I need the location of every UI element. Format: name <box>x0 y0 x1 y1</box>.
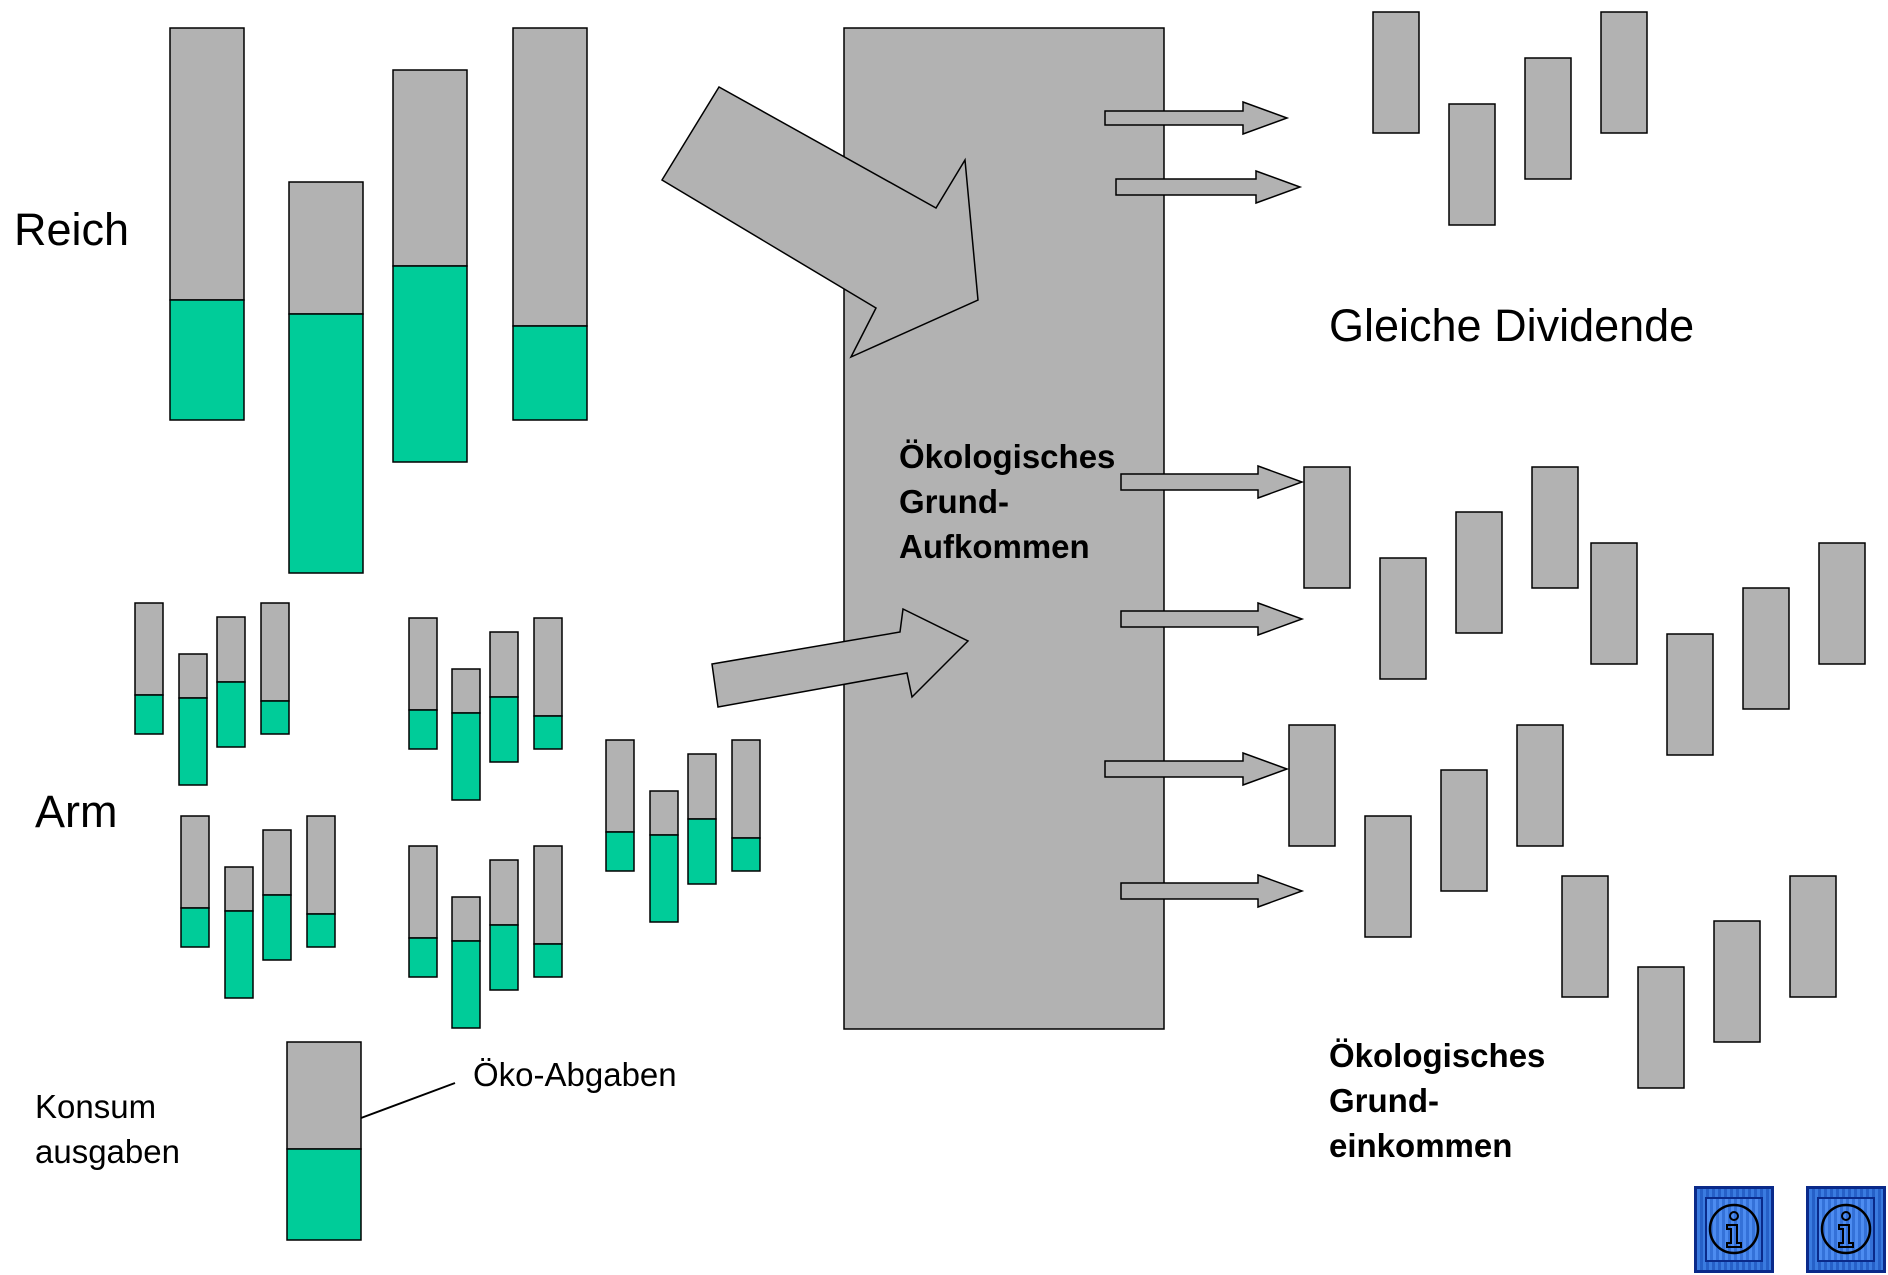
info-icon <box>1820 1203 1872 1255</box>
label-arm: Arm <box>35 786 118 837</box>
pool-title-line1: Ökologisches <box>899 438 1116 475</box>
basic-income-title-line1: Ökologisches <box>1329 1037 1546 1074</box>
poor-bars-group-2 <box>408 617 563 801</box>
legend-leader-line <box>360 1082 456 1119</box>
label-oeko-abgaben: Öko-Abgaben <box>473 1056 677 1093</box>
label-konsum-line1: Konsum <box>35 1088 157 1125</box>
pool-title-line2: Grund- <box>899 483 1009 520</box>
dividend-bars <box>1372 11 1648 226</box>
legend-bar <box>286 1041 362 1241</box>
rich-bars <box>169 27 588 574</box>
info-button-1[interactable] <box>1694 1186 1774 1273</box>
pool-title: Ökologisches Grund- Aufkommen <box>899 434 1115 569</box>
outgoing-arrows <box>1104 100 1305 909</box>
basic-income-title-line2: Grund- <box>1329 1082 1439 1119</box>
poor-bars-group-5 <box>408 845 563 1029</box>
arrow-poor-to-pool <box>711 607 970 708</box>
poor-bars-group-4 <box>180 815 336 999</box>
basic-income-bars-a <box>1303 466 1866 756</box>
poor-bars-group-1 <box>134 602 290 786</box>
info-button-2[interactable] <box>1806 1186 1886 1273</box>
info-icon <box>1708 1203 1760 1255</box>
pool-title-line3: Aufkommen <box>899 528 1090 565</box>
basic-income-bars-b <box>1288 724 1837 1089</box>
label-reich: Reich <box>14 204 130 255</box>
poor-bars-group-3 <box>605 739 761 923</box>
label-konsum-line2: ausgaben <box>35 1133 180 1170</box>
arrow-rich-to-pool <box>660 85 979 359</box>
basic-income-title-line3: einkommen <box>1329 1127 1513 1164</box>
basic-income-title: Ökologisches Grund- einkommen <box>1329 1033 1545 1168</box>
label-gleiche-dividende: Gleiche Dividende <box>1329 300 1695 351</box>
